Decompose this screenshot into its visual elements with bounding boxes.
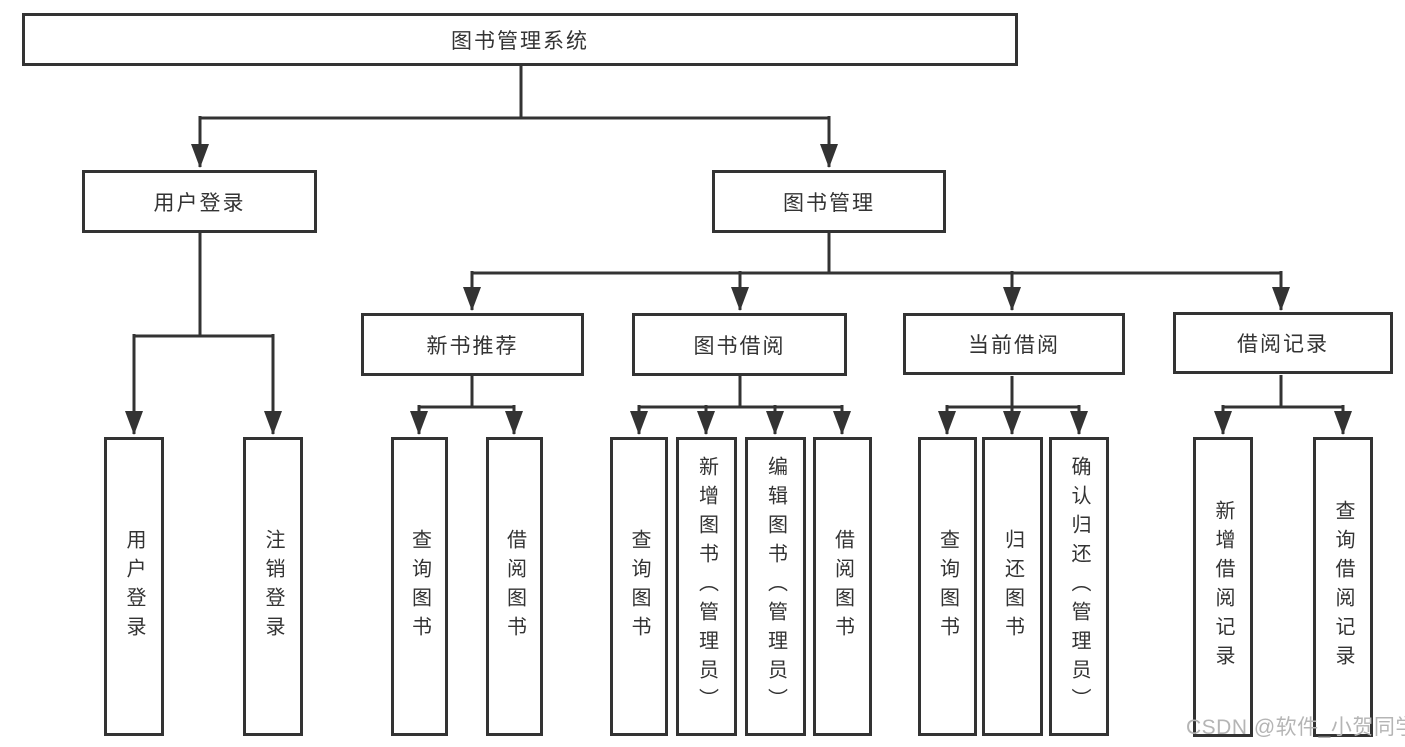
watermark-text: CSDN @软件_小贺同学 (1186, 716, 1405, 739)
leaf-bb-add-book-admin: 新增图书（管理员） (676, 437, 737, 736)
node-borrowing-records: 借阅记录 (1173, 312, 1393, 374)
node-user-login: 用户登录 (82, 170, 317, 233)
leaf-br-query-record: 查询借阅记录 (1313, 437, 1373, 737)
leaf-cb-confirm-return-admin: 确认归还（管理员） (1049, 437, 1109, 736)
leaf-nb-borrow-books: 借阅图书 (486, 437, 543, 736)
node-current-borrowing: 当前借阅 (903, 313, 1125, 375)
connector-book-borrow-stem (637, 376, 844, 409)
connector-new-book-stem (417, 376, 516, 409)
node-book-management: 图书管理 (712, 170, 946, 233)
leaf-cb-return-book: 归还图书 (982, 437, 1043, 736)
connector-borrow-records-stem (1221, 375, 1345, 409)
connector-current-borrow-stem (945, 376, 1081, 409)
leaf-bb-edit-book-admin: 编辑图书（管理员） (745, 437, 806, 736)
leaf-user-login: 用户登录 (104, 437, 164, 736)
node-library-system: 图书管理系统 (22, 13, 1018, 66)
leaf-cb-query-books: 查询图书 (918, 437, 977, 736)
node-book-borrowing: 图书借阅 (632, 313, 847, 376)
connector-root-stem (198, 64, 831, 120)
node-new-book-recommend: 新书推荐 (361, 313, 584, 376)
leaf-logout: 注销登录 (243, 437, 303, 736)
leaf-bb-query-books: 查询图书 (610, 437, 668, 736)
connector-user-login-stem (132, 233, 275, 338)
leaf-bb-borrow-books: 借阅图书 (813, 437, 872, 736)
connector-book-management-stem (470, 233, 1283, 275)
leaf-br-add-record: 新增借阅记录 (1193, 437, 1253, 737)
leaf-nb-query-books: 查询图书 (391, 437, 448, 736)
